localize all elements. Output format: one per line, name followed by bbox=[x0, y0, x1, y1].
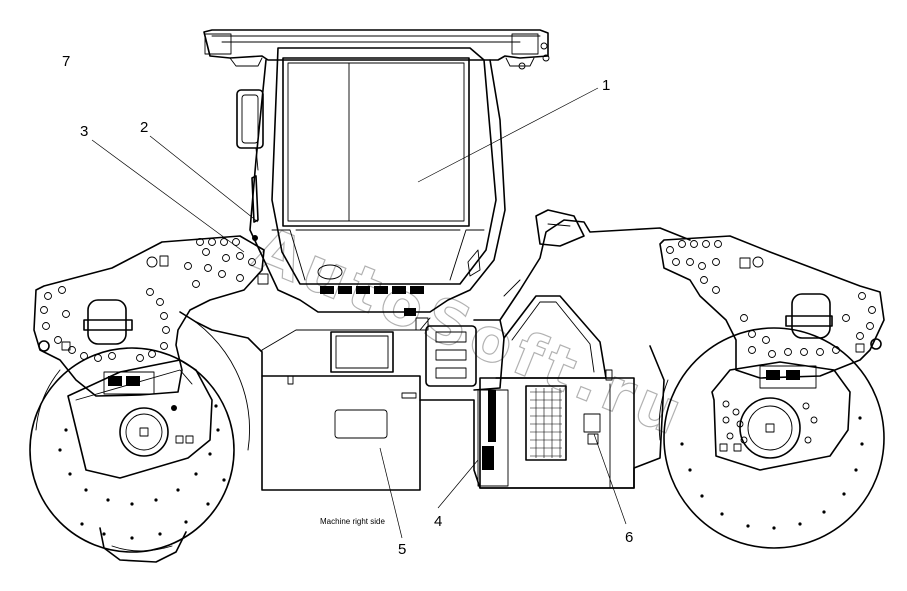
articulation-joint bbox=[425, 319, 509, 487]
figure-caption: Machine right side bbox=[320, 517, 385, 526]
rear-drum bbox=[658, 327, 885, 549]
callout-7: 7 bbox=[62, 53, 70, 70]
engine-grille bbox=[530, 388, 562, 458]
drum-rim-holes bbox=[58, 404, 226, 540]
watermark: AutoSoft.ru bbox=[244, 214, 696, 451]
front-drum bbox=[29, 311, 251, 563]
rear-drum-ports bbox=[719, 400, 818, 452]
side-mirror bbox=[236, 89, 264, 171]
rear-frame-bolt-holes bbox=[666, 240, 876, 358]
rear-drum-frame bbox=[659, 235, 885, 379]
front-drum-frame bbox=[33, 235, 269, 397]
central-chassis bbox=[179, 308, 665, 491]
callout-3: 3 bbox=[80, 123, 88, 140]
callout-4: 4 bbox=[434, 513, 442, 530]
callout-5: 5 bbox=[398, 541, 406, 558]
callout-1: 1 bbox=[602, 77, 610, 94]
callout-6: 6 bbox=[625, 529, 633, 546]
rear-hood bbox=[495, 209, 691, 381]
rear-lifting-eye bbox=[785, 293, 833, 339]
cab-window bbox=[282, 57, 470, 227]
rear-drum-rim-holes bbox=[680, 416, 864, 530]
callout-2: 2 bbox=[140, 119, 148, 136]
operator-cab bbox=[236, 47, 506, 313]
leader-lines bbox=[91, 87, 627, 539]
lifting-eye bbox=[83, 299, 133, 345]
frame-bolt-holes bbox=[40, 238, 256, 362]
cab-roof bbox=[203, 29, 550, 70]
